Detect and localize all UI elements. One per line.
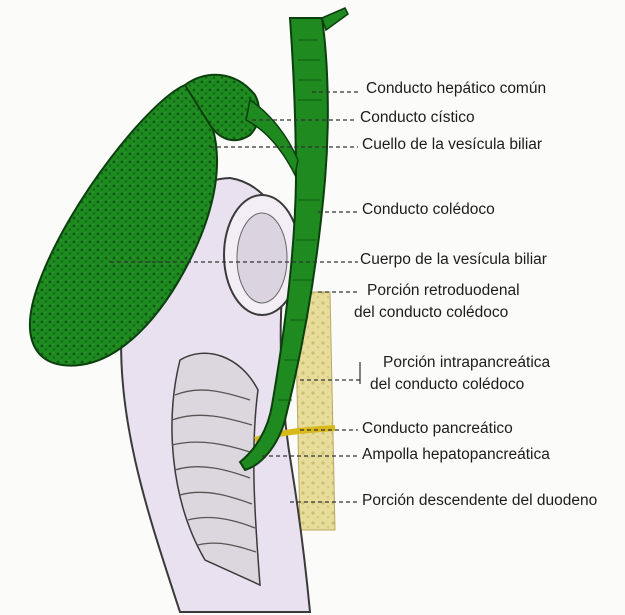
label-gallbladder-body: Cuerpo de la vesícula biliar	[360, 251, 547, 268]
cystic-duct	[245, 98, 299, 178]
leader-lines	[110, 91, 361, 503]
label-cystic-duct: Conducto cístico	[360, 109, 475, 126]
duodenal-folds	[171, 389, 257, 553]
label-ampulla: Ampolla hepatopancreática	[362, 446, 550, 463]
gallbladder	[29, 83, 219, 367]
label-retroduodenal-2: del conducto colédoco	[354, 304, 509, 321]
label-pancreatic-duct: Conducto pancreático	[362, 420, 513, 437]
label-gallbladder-neck: Cuello de la vesícula biliar	[362, 136, 543, 153]
label-retroduodenal-1: Porción retroduodenal	[367, 282, 520, 299]
label-hepatic-common: Conducto hepático común	[366, 80, 547, 97]
duodenum-lumen	[171, 352, 261, 587]
label-intrapancreatic-1: Porción intrapancreática	[383, 354, 551, 371]
label-intrapancreatic-2: del conducto colédoco	[370, 376, 525, 393]
label-bile-duct: Conducto colédoco	[362, 201, 495, 218]
label-duodenum-descending: Porción descendente del duodeno	[362, 492, 598, 509]
common-bile-duct	[238, 17, 329, 472]
